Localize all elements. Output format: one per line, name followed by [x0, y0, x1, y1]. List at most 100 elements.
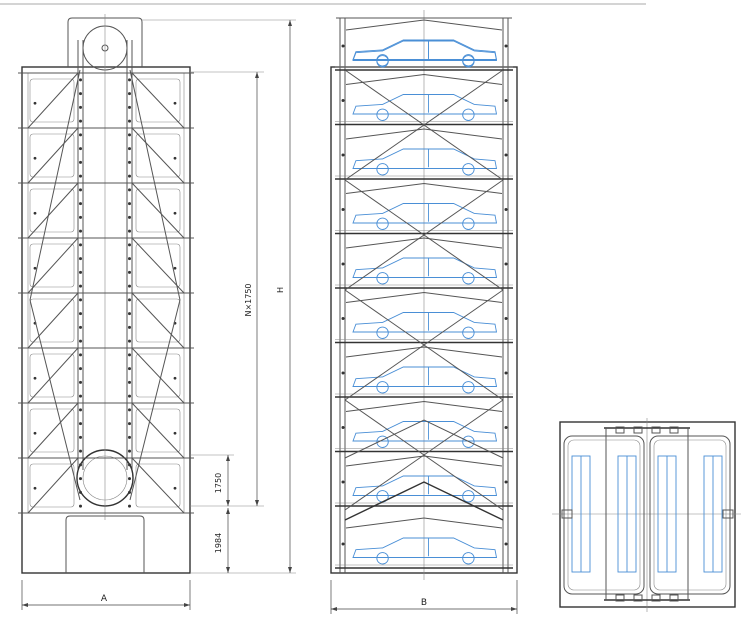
- plan-bracket: [669, 426, 679, 434]
- car-wheel: [376, 272, 389, 285]
- car-outline: [352, 257, 498, 278]
- car-wheel: [376, 55, 389, 68]
- side-cross-brace: [344, 179, 504, 291]
- front-brace: [27, 457, 79, 514]
- car-outline: [352, 39, 498, 60]
- side-triangle-frame: [344, 419, 504, 459]
- front-brace: [27, 72, 79, 129]
- car-outline: [352, 312, 498, 333]
- front-left-carrier: [29, 463, 75, 508]
- front-left-carrier: [29, 188, 75, 233]
- car-wheel: [462, 163, 475, 176]
- plan-pallet: [649, 435, 731, 595]
- front-brace: [131, 292, 185, 349]
- front-brace: [27, 402, 79, 459]
- front-left-carrier: [29, 353, 75, 398]
- bottom-pit-housing: [65, 515, 145, 573]
- car-wheel: [376, 435, 389, 448]
- front-left-carrier: [29, 408, 75, 453]
- car-wheel: [462, 552, 475, 565]
- front-left-carrier: [29, 78, 75, 123]
- side-hanger: [345, 73, 503, 85]
- car-wheel: [462, 435, 475, 448]
- front-long-brace: [29, 69, 81, 301]
- side-hanger: [345, 19, 503, 31]
- car-wheel: [376, 108, 389, 121]
- car-outline: [352, 366, 498, 387]
- car-outline: [352, 40, 498, 61]
- front-right-carrier: [135, 243, 181, 288]
- car-wheel: [462, 272, 475, 285]
- plan-outer-frame: [559, 421, 736, 608]
- plan-bracket: [633, 594, 643, 602]
- car-wheel: [376, 163, 389, 176]
- plan-bracket: [615, 426, 625, 434]
- side-cross-brace: [344, 69, 504, 181]
- plan-guide-block: [561, 509, 573, 519]
- dimension-label-top: 1984: [214, 533, 223, 553]
- front-brace: [131, 72, 185, 129]
- plan-view: [552, 418, 741, 612]
- front-right-carrier: [135, 188, 181, 233]
- front-right-carrier: [135, 353, 181, 398]
- side-hanger: [345, 455, 503, 467]
- side-hanger: [345, 182, 503, 194]
- plan-bracket: [651, 594, 661, 602]
- front-brace: [27, 292, 79, 349]
- side-cross-brace: [344, 399, 504, 511]
- car-outline: [352, 537, 498, 558]
- car-wheel: [462, 490, 475, 503]
- front-brace: [131, 347, 185, 404]
- side-cross-brace: [344, 289, 504, 401]
- dimension-label-pit: 1750: [214, 473, 223, 493]
- car-wheel: [376, 552, 389, 565]
- front-right-carrier: [135, 408, 181, 453]
- side-hanger: [345, 400, 503, 412]
- car-outline: [352, 475, 498, 496]
- front-brace: [27, 127, 79, 184]
- plan-bracket: [651, 426, 661, 434]
- front-right-carrier: [135, 298, 181, 343]
- side-hanger: [345, 346, 503, 358]
- height-dimensions: H N×1750 1750 1984: [142, 19, 296, 574]
- dimension-label-b: B: [421, 598, 427, 608]
- side-hanger: [345, 291, 503, 303]
- car-outline: [352, 421, 498, 442]
- dimension-label-a: A: [101, 594, 108, 604]
- front-left-carrier: [29, 243, 75, 288]
- car-wheel: [376, 217, 389, 230]
- dimension-label-pitch: N×1750: [244, 283, 253, 316]
- front-long-brace: [29, 299, 81, 501]
- plan-bracket: [669, 594, 679, 602]
- front-outer-frame: [21, 66, 191, 574]
- front-left-carrier: [29, 298, 75, 343]
- car-wheel: [462, 108, 475, 121]
- front-brace: [27, 237, 79, 294]
- front-brace: [131, 127, 185, 184]
- car-wheel: [462, 381, 475, 394]
- car-wheel: [462, 55, 475, 68]
- side-elevation-view: B: [330, 10, 518, 614]
- car-outline: [352, 94, 498, 115]
- plan-bracket: [633, 426, 643, 434]
- dimension-label-h: H: [276, 287, 285, 293]
- side-hanger: [345, 517, 503, 529]
- front-brace: [27, 182, 79, 239]
- car-outline: [352, 203, 498, 224]
- front-elevation-view: A: [18, 14, 194, 610]
- plan-pallet: [563, 435, 645, 595]
- side-hanger: [345, 128, 503, 140]
- front-brace: [131, 402, 185, 459]
- front-right-carrier: [135, 78, 181, 123]
- side-triangle-frame: [344, 481, 504, 521]
- car-wheel: [462, 326, 475, 339]
- side-hanger: [345, 237, 503, 249]
- plan-guide-block: [722, 509, 734, 519]
- car-wheel: [462, 217, 475, 230]
- front-brace: [131, 182, 185, 239]
- front-brace: [131, 457, 185, 514]
- car-outline: [352, 148, 498, 169]
- front-right-carrier: [135, 133, 181, 178]
- front-long-brace: [129, 69, 181, 301]
